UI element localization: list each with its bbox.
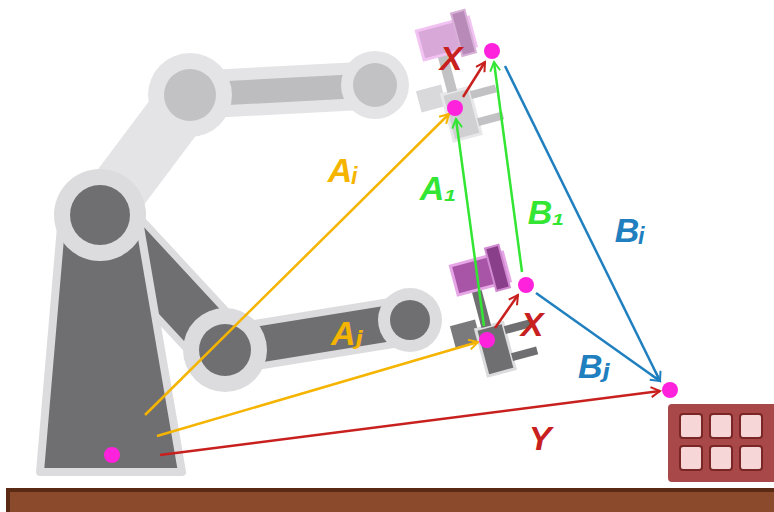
robot-base <box>40 169 182 472</box>
frame-label: X <box>440 41 463 75</box>
transform-arrows <box>145 62 660 455</box>
frame-label: Aᵢ <box>328 153 358 187</box>
frame-origins <box>104 43 678 463</box>
calibration-target <box>668 404 774 482</box>
frame-label: Aⱼ <box>331 316 363 350</box>
frame-label: X <box>521 307 544 341</box>
frame-label: Bⱼ <box>578 349 610 383</box>
frame-label: A₁ <box>420 171 457 205</box>
frame-label: B₁ <box>528 195 565 229</box>
frame-label: Bᵢ <box>615 213 645 247</box>
ground <box>8 490 774 512</box>
robot-arm-upper-pose <box>100 7 506 215</box>
frame-label: Y <box>529 421 552 455</box>
